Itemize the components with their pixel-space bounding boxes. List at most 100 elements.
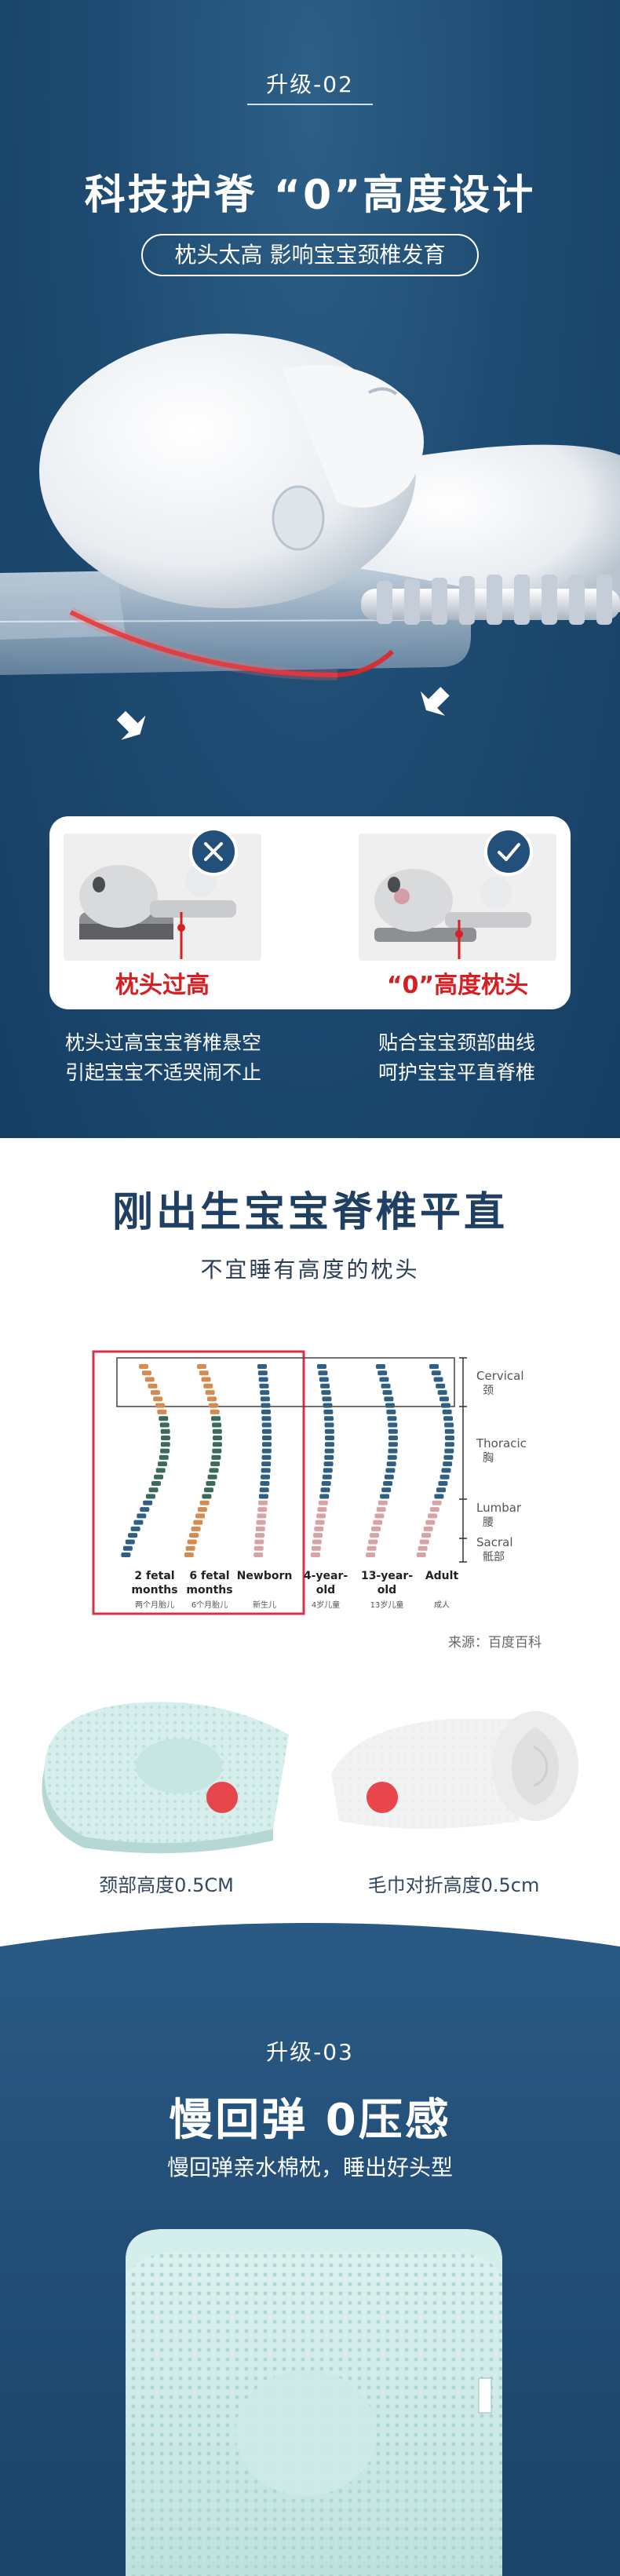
vertebra-mark (261, 1474, 271, 1480)
vertebra-mark (210, 1409, 220, 1414)
vertebra-mark (377, 1370, 388, 1376)
vertebra-mark (191, 1526, 201, 1531)
vertebra-mark (155, 1403, 165, 1408)
vertebra-mark (212, 1428, 222, 1434)
vertebra-mark (160, 1442, 170, 1447)
vertebra-mark (195, 1513, 206, 1519)
vertebra-mark (257, 1370, 268, 1376)
vertebra-mark (206, 1480, 216, 1486)
vertebra-mark (320, 1487, 330, 1493)
region-label-sacral: Sacral (476, 1535, 513, 1549)
vertebra-mark (376, 1507, 386, 1512)
pillow-height-caption: 颈部高度0.5CM (99, 1874, 234, 1896)
vertebra-mark (437, 1390, 447, 1396)
stage-label-zh: 新生儿 (253, 1600, 276, 1610)
vertebra-mark (432, 1500, 442, 1505)
stage-label: 6 fetal (189, 1570, 229, 1582)
vertebra-mark (384, 1396, 394, 1402)
vertebra-mark (324, 1442, 334, 1447)
vertebra-mark (428, 1513, 438, 1519)
vertebra-mark (261, 1403, 271, 1408)
zero-height-pillow-image (359, 834, 556, 961)
vertebra-mark (193, 1520, 203, 1525)
vertebra-mark (317, 1507, 327, 1512)
vertebra-mark (416, 1553, 426, 1557)
vertebra-mark (322, 1474, 332, 1480)
vertebra-mark (197, 1364, 206, 1369)
vertebra-mark (256, 1520, 266, 1525)
check-icon (484, 827, 533, 876)
vertebra-mark (443, 1461, 453, 1467)
vertebra-mark (257, 1364, 267, 1369)
vertebra-mark (373, 1520, 383, 1525)
vertebra-mark (185, 1545, 195, 1551)
stage-label: 2 fetal (134, 1570, 174, 1582)
vertebra-mark (321, 1480, 331, 1486)
vertebra-mark (444, 1436, 454, 1441)
vertebra-mark (439, 1396, 449, 1402)
high-pillow-description: 枕头过高宝宝脊椎悬空 引起宝宝不适哭闹不止 (64, 1031, 261, 1084)
vertebra-mark (443, 1454, 454, 1460)
vertebra-mark (318, 1370, 328, 1376)
vertebra-mark (442, 1409, 452, 1414)
spine-development-figure: Cervical 颈 Thoracic 胸 Lumbar 腰 Sacral 骶部… (92, 1350, 527, 1615)
vertebra-mark (261, 1468, 271, 1473)
vertebra-mark (197, 1507, 207, 1512)
vertebra-mark (317, 1364, 326, 1369)
vertebra-mark (260, 1396, 270, 1402)
vertebra-mark (148, 1383, 158, 1388)
vertebra-mark (211, 1416, 221, 1421)
stage-label-zh: 成人 (434, 1600, 450, 1610)
upgrade-tag-03: 升级-03 (266, 2039, 354, 2065)
stage-label: old (316, 1584, 335, 1596)
vertebra-mark (159, 1454, 169, 1460)
vertebra-mark (122, 1545, 133, 1551)
vertebra-mark (314, 1526, 324, 1531)
vertebra-mark (444, 1448, 454, 1454)
vertebra-mark (261, 1448, 272, 1454)
neck-point-marker (206, 1782, 238, 1813)
vertebra-mark (419, 1539, 429, 1545)
vertebra-mark (187, 1539, 197, 1545)
vertebra-mark (255, 1533, 265, 1538)
baby-pillow-product-image (42, 1702, 290, 1854)
vertebra-mark (388, 1428, 398, 1434)
vertebra-mark (380, 1494, 390, 1499)
vertebra-mark (209, 1468, 219, 1473)
vertebra-mark (324, 1416, 334, 1421)
vertebra-mark (377, 1500, 388, 1505)
vertebra-mark (311, 1545, 321, 1551)
vertebra-mark (160, 1448, 170, 1454)
vertebra-mark (212, 1436, 222, 1441)
vertebra-mark (376, 1364, 385, 1369)
vertebra-mark (203, 1487, 213, 1493)
high-pillow-caption: 枕头过高 (115, 972, 210, 999)
vertebra-mark (154, 1474, 164, 1480)
vertebra-mark (144, 1377, 155, 1382)
vertebra-mark (431, 1370, 441, 1376)
region-label-cervical: Cervical (476, 1369, 524, 1383)
vertebra-mark (253, 1545, 264, 1551)
vertebra-mark (312, 1539, 322, 1545)
newborn-highlight-box (92, 1350, 305, 1615)
spine-section-title: 刚出生宝宝脊椎平直 (111, 1189, 508, 1236)
vertebra-mark (318, 1500, 328, 1505)
vertebra-mark (433, 1377, 443, 1382)
spine-illustration (361, 575, 620, 625)
vertebra-mark (385, 1403, 395, 1408)
baby-sleeping-illustration (0, 334, 620, 740)
vertebra-mark (203, 1383, 213, 1388)
region-label-cervical-zh: 颈 (483, 1385, 494, 1397)
vertebra-mark (259, 1487, 269, 1493)
down-arrow-icons (116, 687, 450, 740)
source-note: 来源：百度百科 (448, 1635, 542, 1651)
vertebra-mark (418, 1545, 428, 1551)
spine-columns (121, 1364, 454, 1557)
vertebra-mark (381, 1383, 391, 1388)
region-label-lumbar-zh: 腰 (483, 1516, 494, 1529)
vertebra-mark (319, 1494, 330, 1499)
vertebra-mark (366, 1553, 376, 1557)
vertebra-mark (436, 1487, 446, 1493)
stage-label: months (186, 1584, 232, 1596)
